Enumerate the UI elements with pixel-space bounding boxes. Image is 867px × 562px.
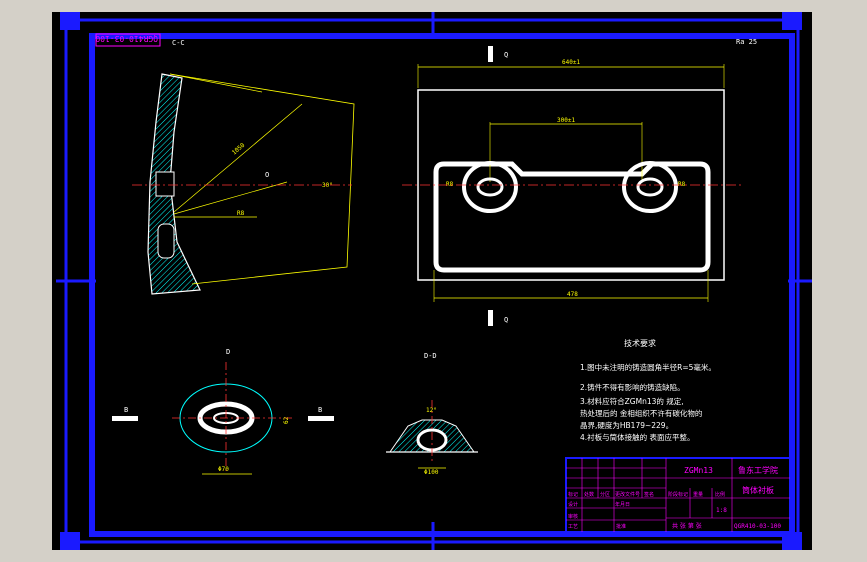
side-section-view[interactable]: 1050 R8 O 30° [132,73,355,295]
centre-label: O [265,171,269,179]
tb-row-label-6: 年月日 [615,501,630,508]
tb-col-scale: 比例 [715,491,725,498]
liner-outline [417,89,725,281]
slot-cutout [155,171,175,197]
drawing-svg: QGR410-03-100 C-C Ra 25 1050 R8 O 30° Q … [56,12,812,550]
front-view[interactable]: Q 640±1 300±1 R8 R8 478 [402,46,742,326]
tech-item-2: 2.铸件不得有影响的铸造缺陷。 [580,382,685,392]
tb-row-label-4: 更改文件号 [615,491,640,498]
roughness-symbol: Ra 25 [736,38,757,46]
tb-col-stage: 阶段标记 [668,491,688,498]
tb-row-label-1: 标记 [568,491,578,498]
inner-slot [433,161,711,273]
drawing-number-box [95,33,161,47]
tb-material: ZGMn13 [684,466,713,475]
view-label-a-bottom: Q [504,316,508,324]
tb-sign-review: 审核 [568,513,578,520]
cut-label-left: B [124,406,128,414]
tech-item-3-line3: 晶界,硬度为HB179~229。 [580,420,673,430]
tech-item-1: 1.图中未注明的铸造圆角半径R=5毫米。 [580,362,716,372]
angle-1: 30° [322,182,333,189]
side-dim-2: R8 [237,210,245,217]
section-label-dd: D-D [424,352,437,360]
hole-dim: Φ70 [218,466,229,473]
corner-marker-bl[interactable] [60,532,80,550]
section-view-dd[interactable]: D-D 12° Φ100 [386,352,478,476]
tech-item-3-line2: 热处理后的 金相组织不许有碳化物的 [580,408,702,418]
side-radius-left: R8 [446,181,454,188]
tb-row-label-5: 签名 [644,491,654,498]
inner-width-dim: 300±1 [557,117,575,124]
lower-cutout [157,223,175,259]
drawing-number-top: QGR410-03-100 [95,34,158,43]
tb-sign-process: 工艺 [568,524,578,530]
section-label-top: C-C [172,39,185,47]
tb-school: 鲁东工学院 [738,465,778,475]
corner-marker-tr[interactable] [782,12,802,30]
side-radius-right: R8 [678,181,686,188]
view-label-a-top: Q [504,51,508,59]
bottom-view-b[interactable]: D B B Φ70 62 [112,348,334,475]
overall-width-dim: 640±1 [562,59,580,66]
corner-marker-tl[interactable] [60,12,80,30]
tech-title: 技术要求 [624,338,656,348]
hole-dia: Φ100 [424,469,439,476]
tech-requirements: 技术要求 1.图中未注明的铸造圆角半径R=5毫米。 2.铸件不得有影响的铸造缺陷… [580,338,716,442]
bolt-hole-right[interactable] [622,161,678,213]
tb-drawing-no: QGR410-03-100 [734,523,781,530]
angle-2: 12° [426,407,437,414]
drawing-canvas[interactable]: QGR410-03-100 C-C Ra 25 1050 R8 O 30° Q … [52,12,812,550]
tb-part-name: 筒体衬板 [742,485,774,495]
cut-label-right: B [318,406,322,414]
small-dim: 62 [283,416,290,424]
corner-marker-br[interactable] [782,532,802,550]
tech-item-3: 3.材料应符合ZGMn13的 规定, [580,396,684,406]
bottom-width-dim: 478 [567,291,578,298]
tb-sign-approve: 批准 [616,523,626,530]
title-block[interactable]: 标记 处数 分区 更改文件号 签名 年月日 设计 审核 工艺 批准 ZGMn13… [565,457,791,533]
tech-item-4: 4.衬板与筒体接触的 表面应平整。 [580,432,695,442]
tb-scale: 1:8 [716,507,727,514]
tb-row-label-3: 分区 [600,491,610,498]
tb-col-weight: 重量 [693,491,703,498]
tb-row-label-2: 处数 [584,491,594,498]
tb-sheet: 共 张 第 张 [672,522,702,530]
side-dim-1: 1050 [231,142,247,157]
inner-frame [89,33,795,537]
tb-sign-design: 设计 [568,501,578,508]
section-label-d: D [226,348,230,356]
bolt-hole-left[interactable] [462,161,518,213]
